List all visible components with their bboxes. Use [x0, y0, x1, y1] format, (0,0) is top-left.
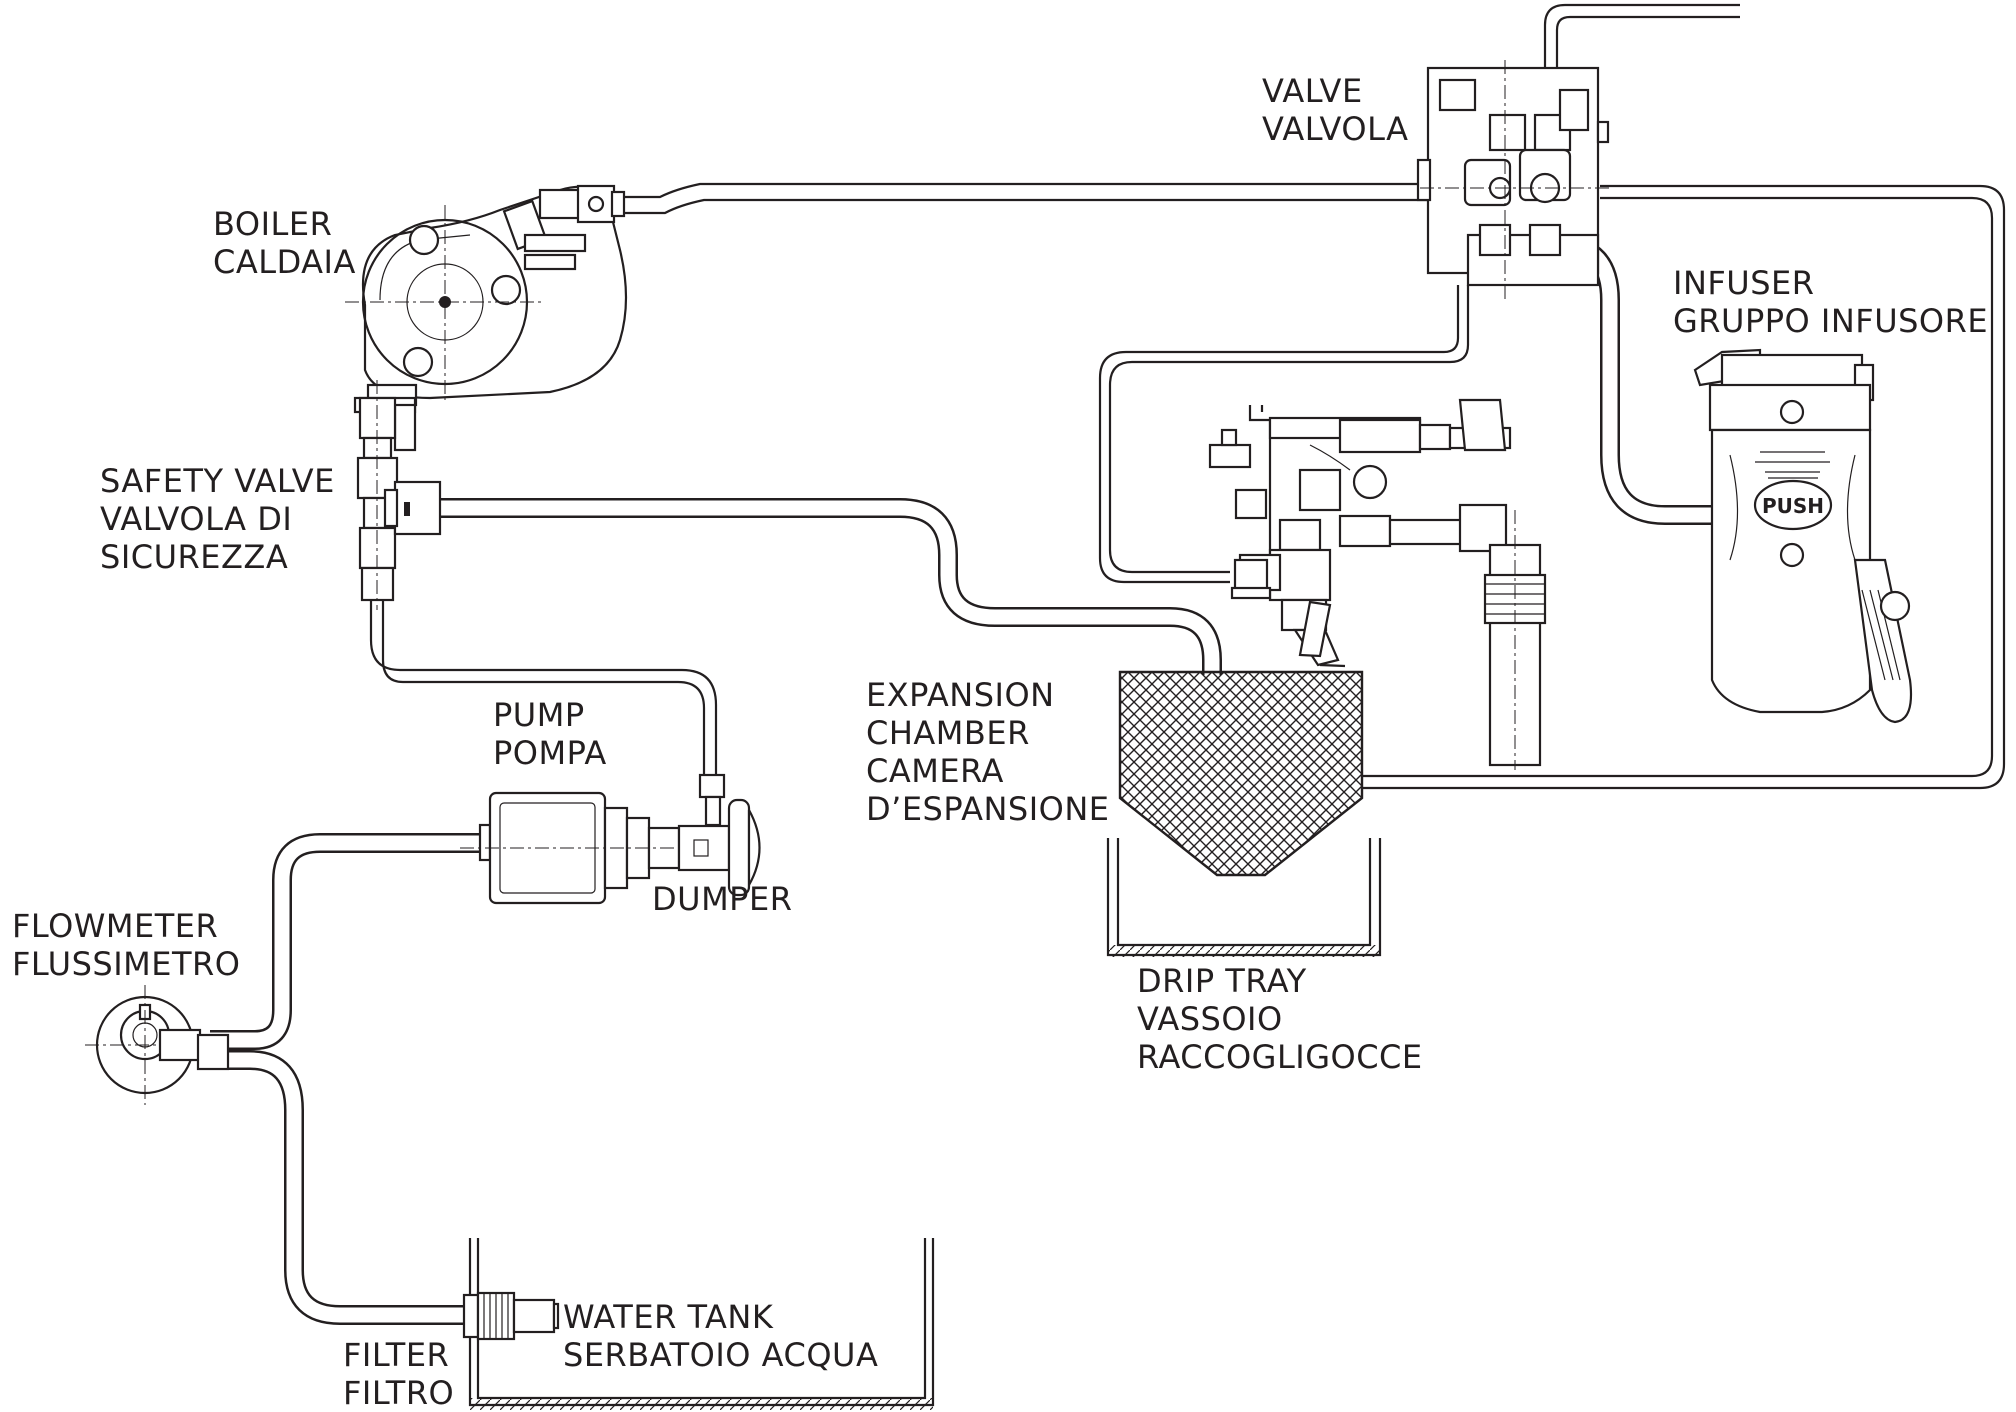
label-water-tank: WATER TANK SERBATOIO ACQUA	[563, 1298, 879, 1374]
pipe-valve-to-outlet	[1098, 285, 1470, 584]
pipe-safety-valve-to-expansion	[440, 498, 1222, 675]
label-flowmeter: FLOWMETER FLUSSIMETRO	[12, 907, 241, 983]
drip-tray	[1106, 838, 1382, 957]
dumper	[677, 773, 761, 897]
label-expansion-chamber: EXPANSION CHAMBER CAMERA D’ESPANSIONE	[866, 676, 1110, 828]
label-dumper: DUMPER	[652, 880, 793, 918]
safety-valve	[356, 380, 442, 610]
valve	[1416, 60, 1610, 300]
pipe-dumper-to-safety-valve	[369, 600, 718, 775]
label-drip-tray: DRIP TRAY VASSOIO RACCOGLIGOCCE	[1137, 962, 1423, 1076]
pipe-valve-top-outlet	[1543, 3, 1740, 130]
expansion-chamber	[1118, 670, 1364, 877]
pipe-boiler-to-valve	[620, 182, 1460, 215]
pipe-tank-to-flowmeter	[210, 1050, 470, 1325]
label-infuser: INFUSER GRUPPO INFUSORE	[1673, 264, 1989, 340]
filter	[462, 1291, 560, 1341]
label-pump: PUMP POMPA	[493, 696, 607, 772]
flowmeter	[85, 985, 230, 1105]
infuser: PUSH	[1693, 348, 1913, 724]
label-filter: FILTER FILTRO	[343, 1336, 455, 1412]
label-safety-valve: SAFETY VALVE VALVOLA DI SICUREZZA	[100, 462, 335, 576]
pipe-valve-return-loop	[1362, 184, 2006, 790]
infuser-push-text: PUSH	[1762, 494, 1824, 518]
label-boiler: BOILER CALDAIA	[213, 205, 356, 281]
label-valve: VALVE VALVOLA	[1262, 72, 1409, 148]
pipe-flowmeter-to-pump	[210, 833, 480, 1050]
outlet-spout	[1208, 398, 1547, 770]
